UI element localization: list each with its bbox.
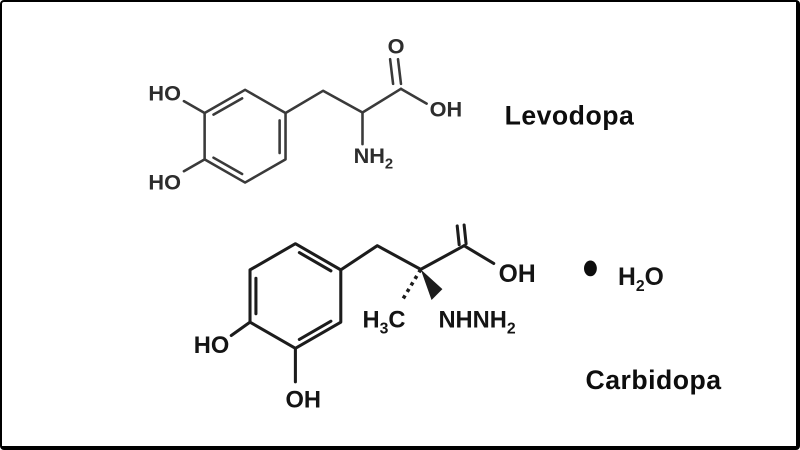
carbidopa-double-bond-bottom-right bbox=[297, 319, 333, 341]
levodopa-amine-label: NH2 bbox=[354, 143, 394, 173]
hydrate-dot-icon bbox=[584, 260, 597, 277]
carbidopa-water-label: H2O bbox=[618, 264, 664, 295]
carbidopa-methyl-h: H bbox=[362, 308, 379, 334]
carbidopa-hydrazine-main: NHNH bbox=[438, 308, 506, 334]
chemical-structures-figure: HO HO O OH NH2 Levodopa bbox=[148, 33, 721, 414]
carbidopa-methyl-c: C bbox=[388, 308, 405, 334]
levodopa-amine-subscript: 2 bbox=[385, 157, 393, 173]
carbidopa-benzene-ring bbox=[248, 242, 343, 350]
levodopa-double-bond-top-left bbox=[212, 97, 244, 116]
levodopa-bond-carboxyl-oh bbox=[399, 87, 428, 105]
levodopa-carboxyl-oh-label: OH bbox=[430, 96, 463, 121]
carbidopa-wedge-bond-hydrazine bbox=[420, 269, 443, 300]
carbidopa-bond-carboxyl-oh bbox=[462, 244, 496, 265]
levodopa-benzene-ring bbox=[203, 88, 287, 184]
carbidopa-side-chain bbox=[339, 244, 466, 272]
levodopa-structure: HO HO O OH NH2 Levodopa bbox=[148, 33, 635, 194]
carbidopa-hashed-bond-methyl bbox=[401, 268, 423, 300]
levodopa-side-chain bbox=[284, 87, 403, 115]
carbidopa-methyl-label: H3C bbox=[362, 308, 405, 338]
water-subscript: 2 bbox=[636, 278, 645, 295]
levodopa-double-bond-bottom-left bbox=[212, 156, 244, 176]
levodopa-carbonyl-oxygen-label: O bbox=[388, 33, 405, 58]
carbidopa-title: Carbidopa bbox=[585, 365, 721, 395]
carbidopa-bond-ho-left bbox=[229, 320, 252, 338]
carbidopa-hydrazine-subscript: 2 bbox=[507, 321, 516, 338]
levodopa-ho-top-label: HO bbox=[148, 81, 181, 106]
levodopa-bond-ho-bottom bbox=[182, 158, 206, 173]
levodopa-amine-main: NH bbox=[354, 143, 385, 168]
carbidopa-hydrazine-label: NHNH2 bbox=[438, 308, 515, 338]
carbidopa-double-bond-top-right bbox=[297, 251, 333, 273]
carbidopa-carbonyl-double-bond bbox=[455, 223, 468, 247]
levodopa-bond-ho-top bbox=[182, 99, 206, 115]
levodopa-ho-bottom-label: HO bbox=[148, 169, 181, 194]
water-o: O bbox=[645, 264, 664, 291]
water-h: H bbox=[618, 264, 636, 291]
levodopa-carbonyl-double-bond bbox=[388, 57, 403, 86]
carbidopa-ho-left-label: HO bbox=[194, 333, 230, 359]
carbidopa-oh-bottom-label: OH bbox=[286, 388, 322, 414]
levodopa-title: Levodopa bbox=[505, 100, 635, 130]
carbidopa-methyl-subscript: 3 bbox=[380, 321, 389, 338]
carbidopa-structure: HO OH OH H3C NHNH2 H2O Carbidopa bbox=[194, 223, 721, 414]
carbidopa-carboxyl-oh-label: OH bbox=[499, 261, 536, 288]
